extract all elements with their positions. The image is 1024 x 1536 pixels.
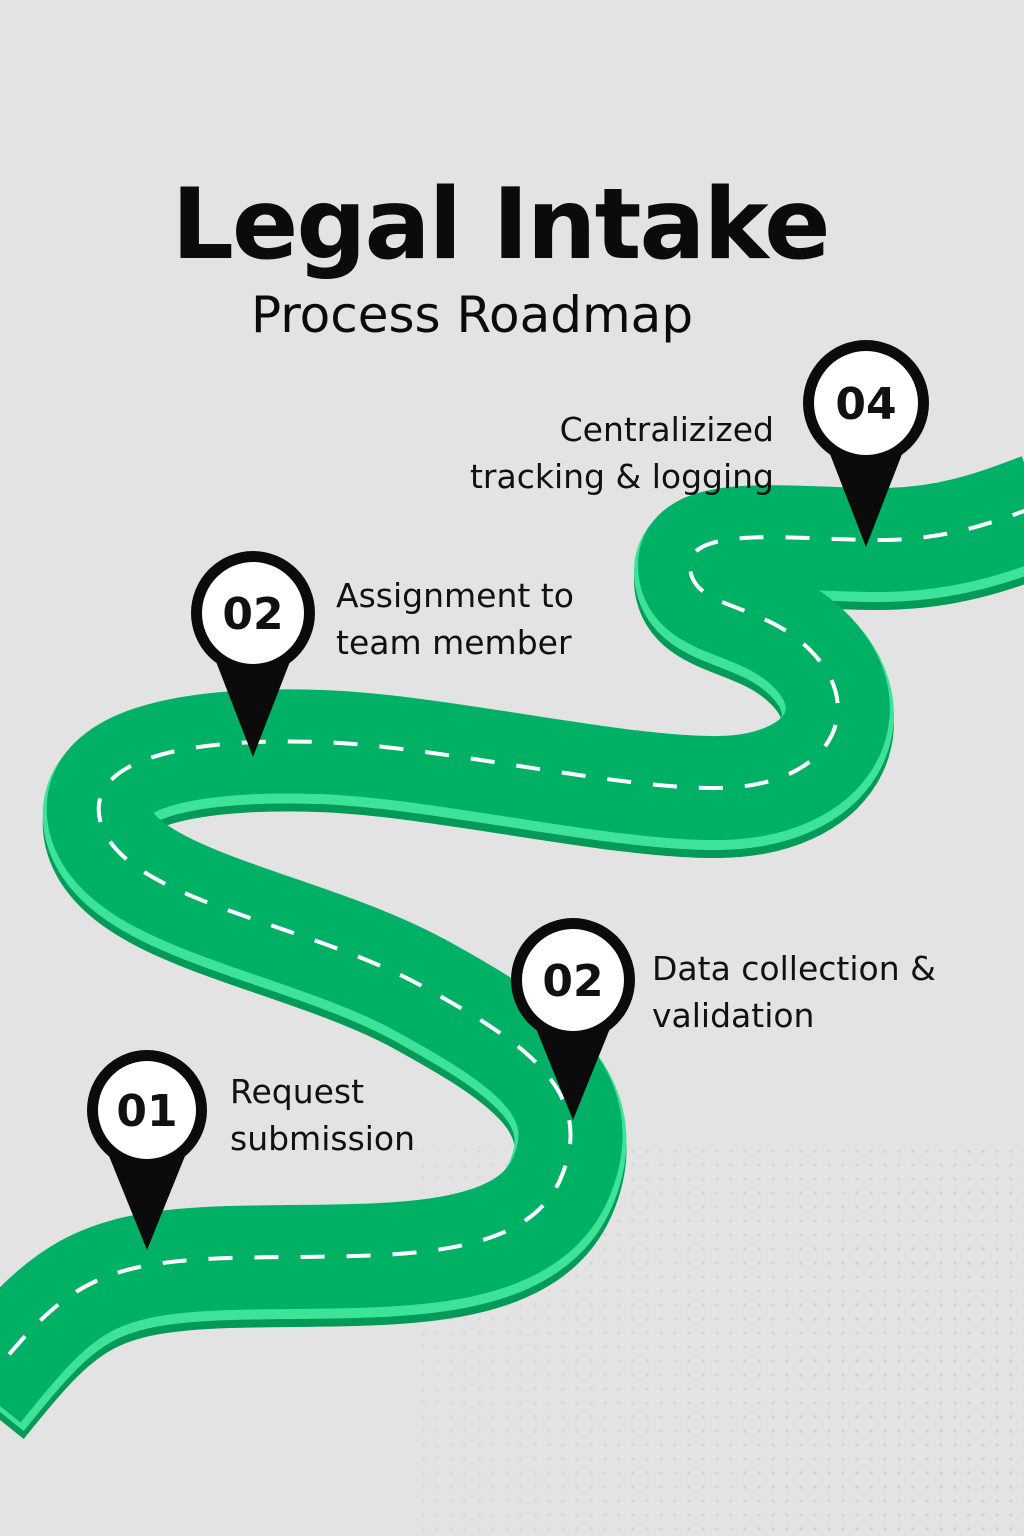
milestone-label-line: Centralizized	[404, 406, 774, 453]
milestone-label-4: Centralizized tracking & logging	[404, 406, 774, 500]
milestone-label-line: tracking & logging	[404, 453, 774, 500]
page-title: Legal Intake	[0, 168, 1012, 282]
milestone-label-2: Data collection & validation	[652, 945, 936, 1039]
milestone-label-1: Request submission	[230, 1068, 415, 1162]
milestone-label-line: team member	[336, 619, 574, 666]
milestone-number: 02	[222, 589, 283, 640]
milestone-label-line: Data collection &	[652, 945, 936, 992]
milestone-number: 02	[542, 956, 603, 1007]
milestone-number: 04	[835, 379, 896, 430]
milestone-number: 01	[116, 1086, 177, 1137]
milestone-label-line: Assignment to	[336, 572, 574, 619]
milestone-label-3: Assignment to team member	[336, 572, 574, 666]
page-subtitle: Process Roadmap	[0, 286, 984, 344]
milestone-label-line: validation	[652, 992, 936, 1039]
milestone-label-line: submission	[230, 1115, 415, 1162]
milestone-label-line: Request	[230, 1068, 415, 1115]
